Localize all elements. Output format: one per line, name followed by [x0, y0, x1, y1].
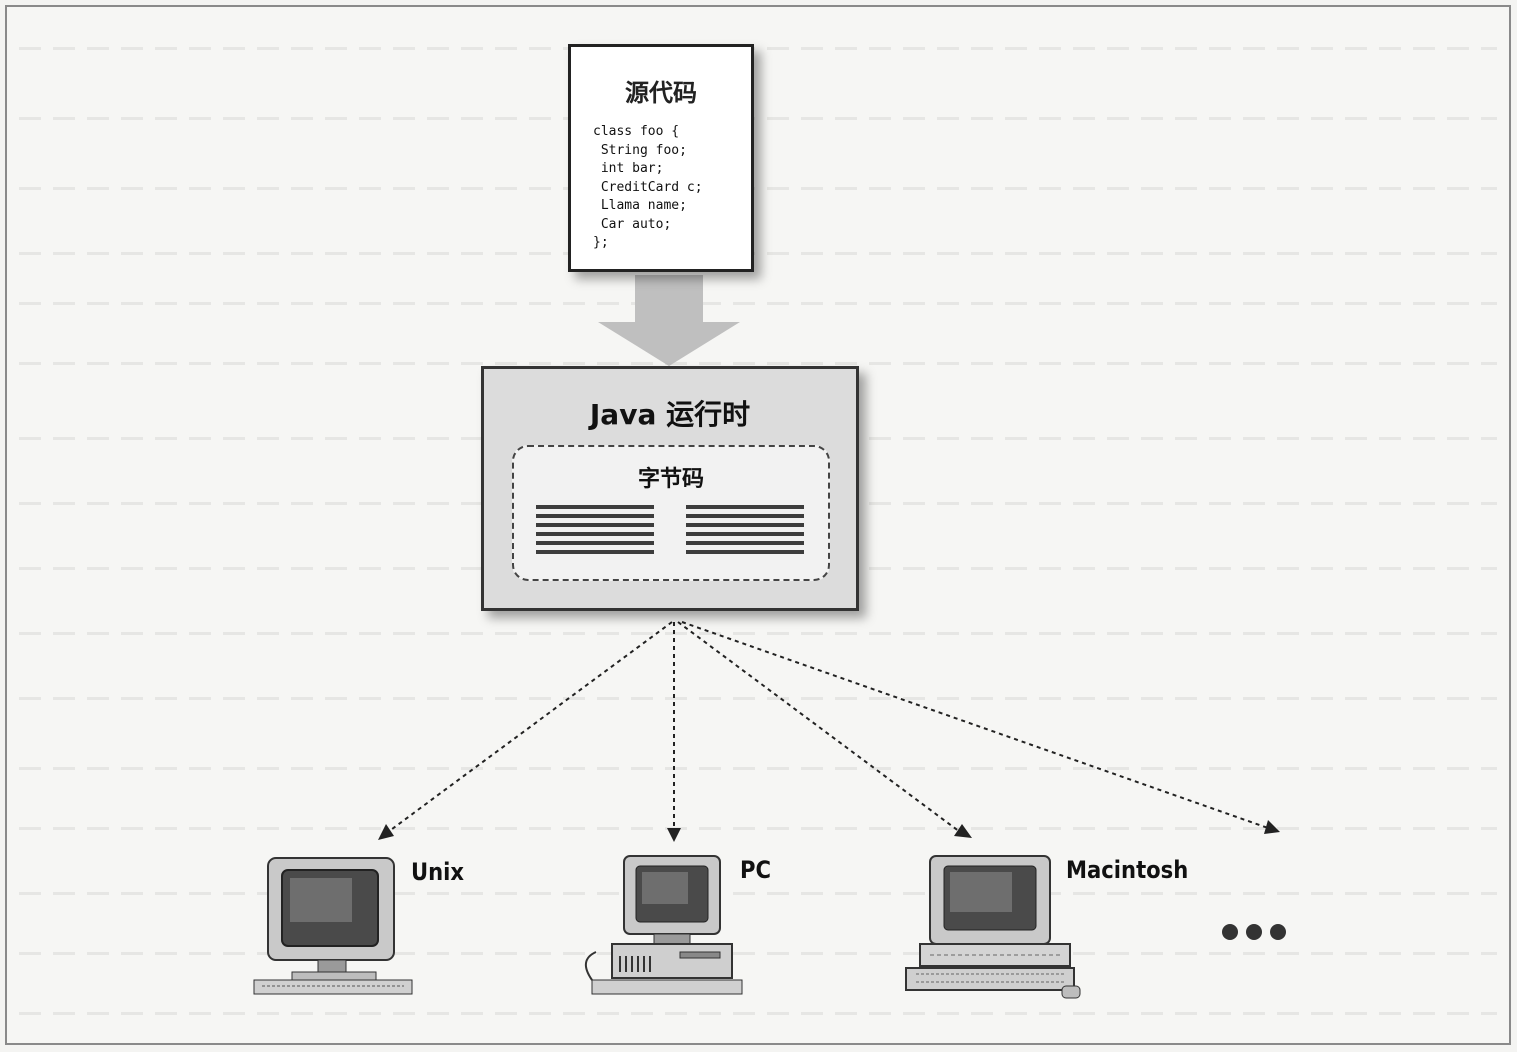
bytecode-lines-right	[686, 505, 804, 559]
bytecode-lines-left	[536, 505, 654, 559]
macintosh-computer-icon	[905, 855, 1081, 999]
arrowhead-macintosh	[954, 824, 972, 838]
source-code-title: 源代码	[625, 79, 697, 107]
pc-tower-icon	[585, 855, 743, 995]
bytecode-title: 字节码	[637, 467, 704, 492]
arrow-down-icon	[598, 275, 740, 366]
platform-label-unix: Unix	[411, 858, 465, 886]
connector-more	[681, 621, 1269, 829]
ellipsis-icon	[1222, 924, 1286, 940]
arrowhead-more	[1264, 820, 1280, 834]
connector-unix	[387, 621, 673, 833]
connector-macintosh	[677, 621, 961, 833]
source-code-listing: class foo { String foo; int bar; CreditC…	[593, 124, 703, 250]
platform-label-macintosh: Macintosh	[1066, 856, 1189, 884]
bytecode-box: 字节码	[512, 445, 830, 581]
unix-workstation-icon	[253, 857, 413, 995]
java-runtime-title: Java 运行时	[589, 398, 751, 431]
arrowhead-pc	[667, 828, 681, 842]
java-runtime-box: Java 运行时 字节码	[481, 366, 859, 611]
arrowhead-unix	[378, 824, 394, 840]
platform-label-pc: PC	[740, 856, 771, 884]
source-code-box: 源代码 class foo { String foo; int bar; Cre…	[568, 44, 754, 272]
